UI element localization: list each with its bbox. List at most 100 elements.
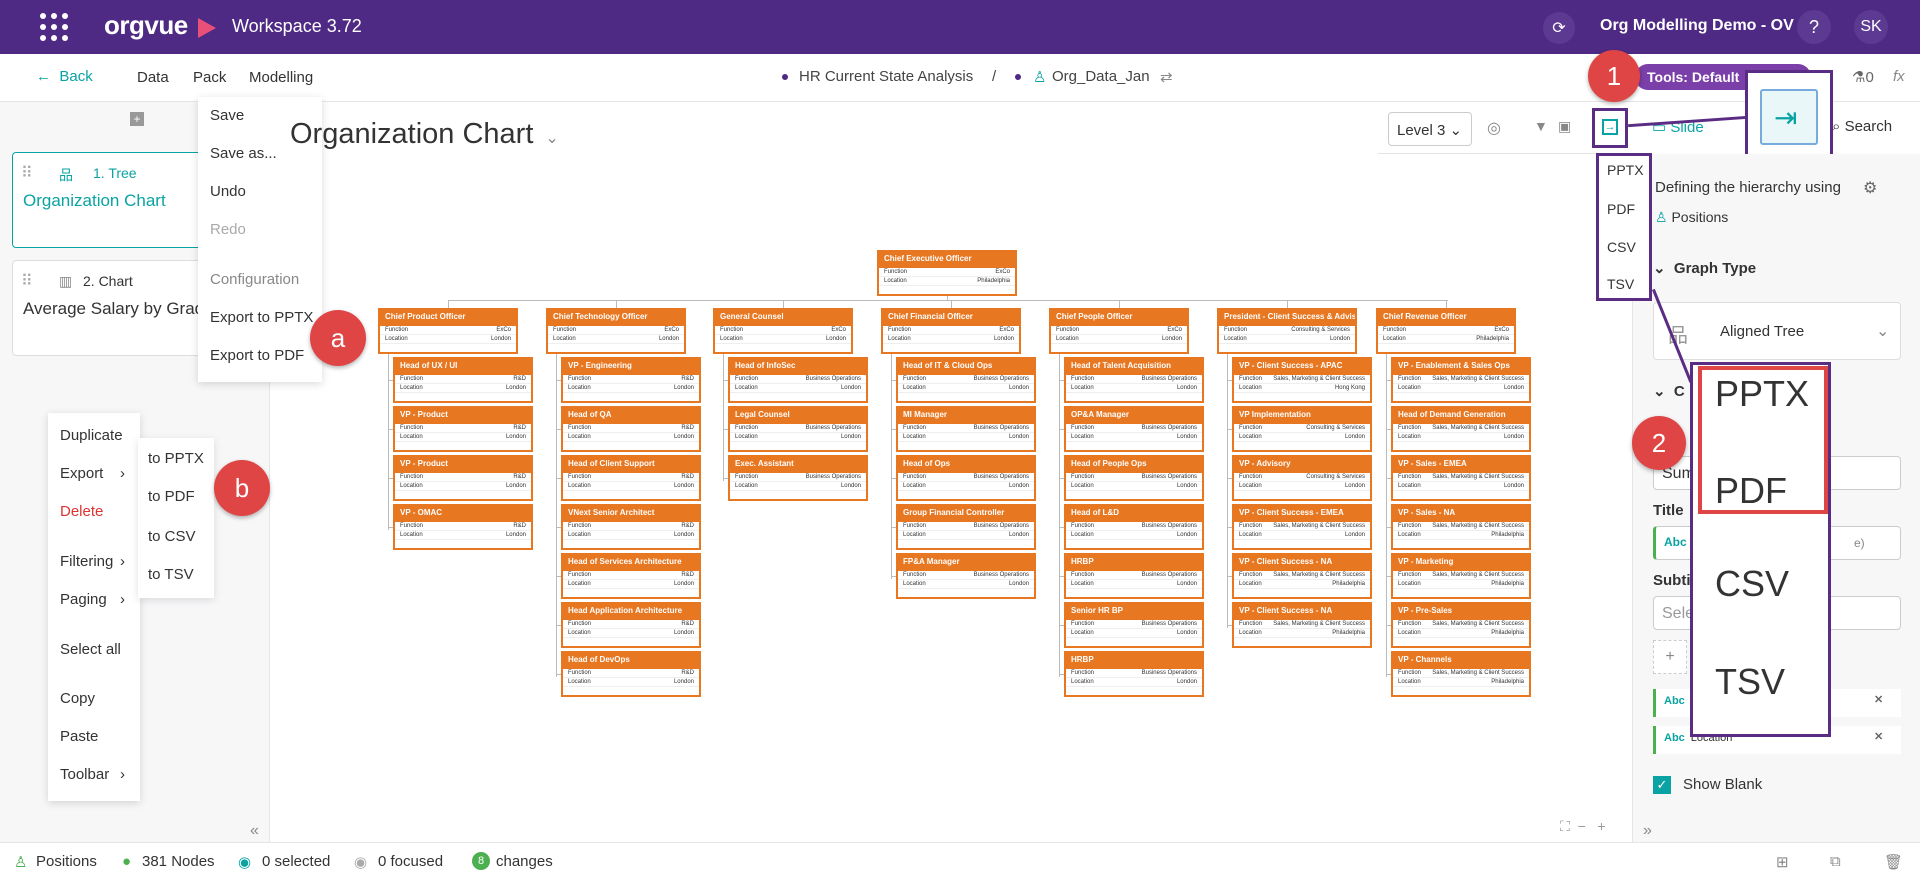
ctx-copy[interactable]: Copy [60,690,96,707]
comment-icon[interactable]: ▣ [1558,118,1572,134]
add-field-icon[interactable]: + [1653,640,1687,674]
ctx-duplicate[interactable]: Duplicate [60,427,123,444]
menu-save-as[interactable]: Save as... [210,145,277,162]
ctx-export[interactable]: Export [60,465,104,482]
export-csv[interactable]: CSV [1607,239,1636,255]
submenu-to-tsv[interactable]: to TSV [148,566,194,583]
copy-icon[interactable]: ⧉ [1830,853,1841,870]
add-page-icon[interactable]: + [130,112,144,126]
ctx-delete[interactable]: Delete [60,503,104,520]
export-pptx[interactable]: PPTX [1607,162,1644,178]
page-card-tree[interactable]: ⠿ 品 1. Tree Organization Chart [12,152,210,248]
status-changes[interactable]: changes [496,853,553,870]
flask-icon[interactable]: ⚗0 [1852,69,1874,86]
trash-icon[interactable]: 🗑 [1884,854,1904,871]
status-positions[interactable]: Positions [36,853,97,870]
level-select[interactable]: Level 3 ⌄ [1388,112,1472,146]
ctx-toolbar[interactable]: Toolbar [60,766,110,783]
menu-save[interactable]: Save [210,107,245,124]
submenu-to-pptx[interactable]: to PPTX [148,450,204,467]
breadcrumb-dataset[interactable]: Org_Data_Jan [1052,68,1150,85]
menu-undo[interactable]: Undo [210,183,246,200]
menu-redo[interactable]: Redo [210,221,246,238]
ctx-filtering[interactable]: Filtering [60,553,114,570]
show-blank-checkbox[interactable]: ✓ [1653,776,1671,794]
status-selected[interactable]: 0 selected [262,853,331,870]
submenu-to-csv[interactable]: to CSV [148,528,196,545]
tab-search[interactable]: ⌕ Search [1832,118,1893,135]
formula-icon[interactable]: fx [1893,68,1905,85]
gear-icon[interactable]: ⚙ [1863,180,1878,197]
status-focused[interactable]: 0 focused [378,853,444,870]
palette-icon[interactable]: ◎ [1487,120,1501,137]
submenu-to-pdf[interactable]: to PDF [148,488,195,505]
help-button[interactable]: ? [1797,10,1831,44]
drag-handle-icon[interactable]: ⠿ [21,273,33,290]
chart-title[interactable]: Organization Chart⌄ [290,118,559,150]
sync-icon[interactable]: ⟳ [1543,12,1575,44]
avatar[interactable]: SK [1854,10,1888,44]
ctx-paste[interactable]: Paste [60,728,99,745]
filter-icon[interactable]: ▼ [1534,118,1548,134]
ctx-paging[interactable]: Paging [60,591,107,608]
dataset-name[interactable]: Org Modelling Demo - OV [1600,17,1794,34]
graph-type-heading[interactable]: ⌄ Graph Type [1653,260,1757,277]
ctx-select-all[interactable]: Select all [60,641,121,658]
menu-export-pdf[interactable]: Export to PDF [210,347,305,364]
add-icon[interactable]: ⊞ [1776,854,1789,871]
collapse-right-icon[interactable]: » [1643,822,1652,839]
app-grid-icon[interactable] [40,13,68,41]
menu-export-pptx[interactable]: Export to PPTX [210,309,314,326]
export-pdf[interactable]: PDF [1607,201,1635,217]
export-tsv[interactable]: TSV [1607,276,1635,292]
export-button[interactable]: → [1592,108,1628,148]
drag-handle-icon[interactable]: ⠿ [21,165,33,182]
collapse-left-icon[interactable]: « [250,822,259,839]
fit-icon[interactable]: ⛶ − + [1560,818,1606,834]
menu-data[interactable]: Data [137,69,169,86]
back-button[interactable]: ← Back [36,68,93,85]
